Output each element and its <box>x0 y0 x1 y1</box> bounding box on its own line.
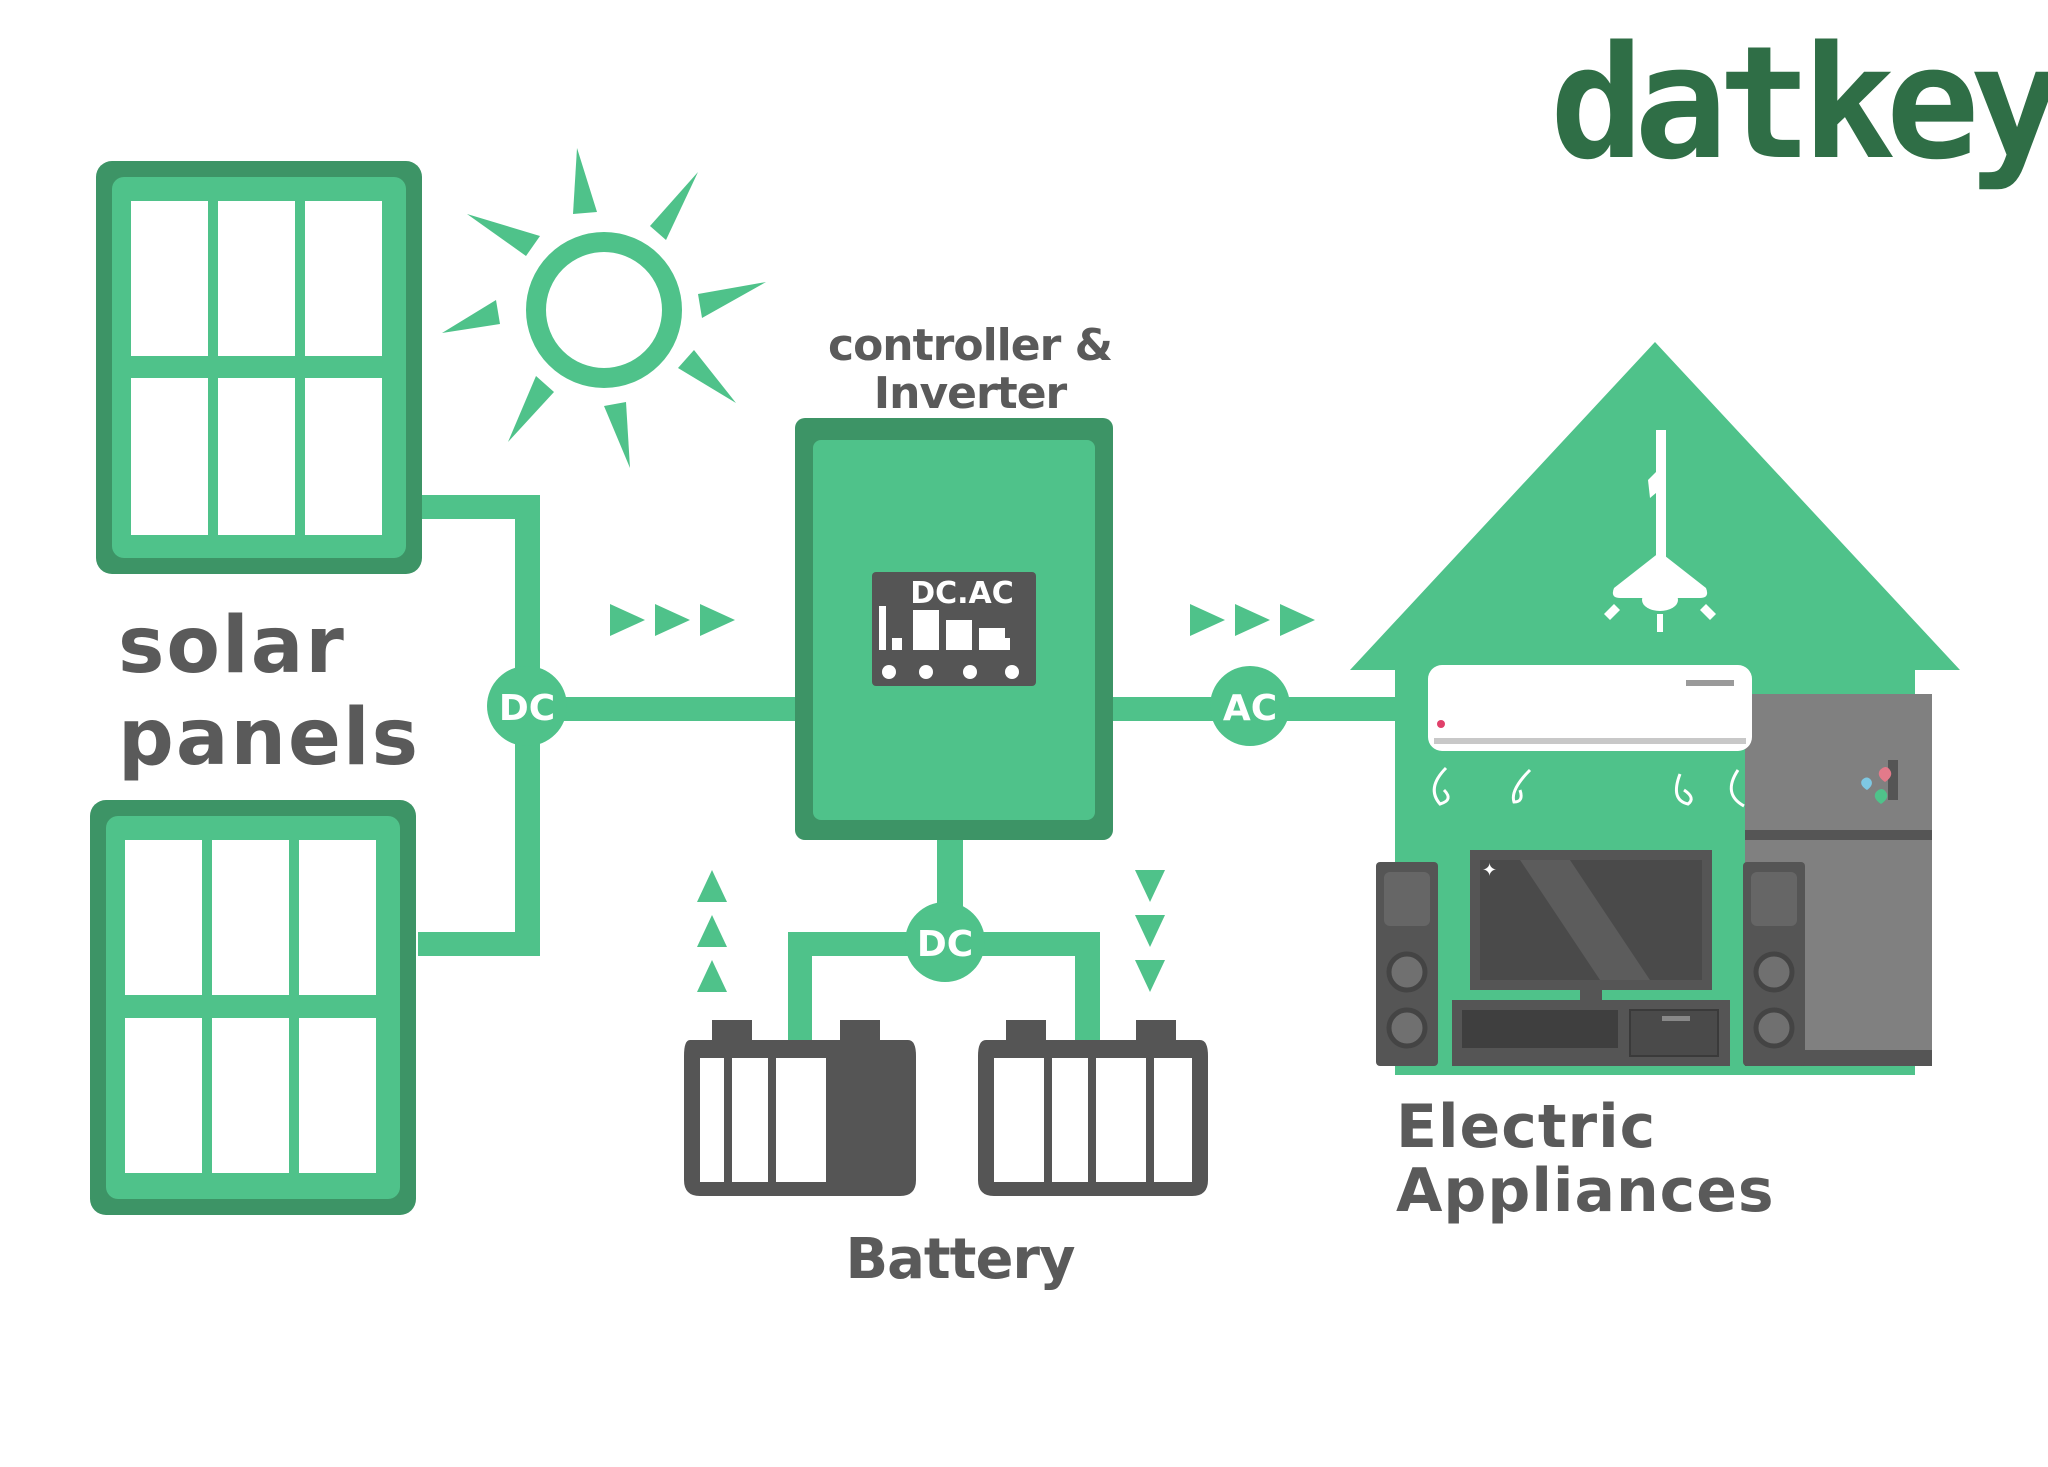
dc-flow-arrows <box>610 604 735 636</box>
tv-icon: ✦ <box>1470 850 1712 1000</box>
discharge-arrows-down <box>1135 870 1165 992</box>
ac-flow-arrows <box>1190 604 1315 636</box>
appliances-label-line-1: Electric <box>1396 1092 1657 1162</box>
battery-label: Battery <box>845 1227 1075 1292</box>
solar-label-line-1: solar <box>118 601 346 691</box>
solar-panel-top <box>96 161 422 574</box>
lamp-icon <box>1604 430 1716 632</box>
dc-badge-panels: DC <box>487 666 567 746</box>
dc-badge-battery: DC <box>905 902 985 982</box>
speaker-icon <box>1376 862 1438 1066</box>
svg-text:DC: DC <box>917 924 973 965</box>
solar-panels-label: solar panels <box>118 600 420 784</box>
air-conditioner-icon <box>1428 665 1752 808</box>
ac-badge: AC <box>1210 666 1290 746</box>
tv-cabinet <box>1452 1000 1730 1066</box>
appliances-label-line-2: Appliances <box>1396 1156 1775 1226</box>
charge-arrows-up <box>697 870 727 992</box>
controller-label-line-1: controller & <box>828 320 1113 371</box>
inverter-screen-text: DC.AC <box>910 576 1014 611</box>
brand-logo: datkeys <box>1550 12 2048 194</box>
svg-text:AC: AC <box>1223 688 1277 729</box>
inverter-icon: DC.AC <box>795 418 1113 840</box>
controller-label-line-2: Inverter <box>873 368 1068 419</box>
electric-appliances-label: Electric Appliances <box>1396 1095 1775 1223</box>
speaker-icon-right <box>1743 862 1805 1066</box>
svg-text:✦: ✦ <box>1482 860 1497 881</box>
battery-icon-2 <box>978 1020 1208 1196</box>
battery-icon <box>684 1020 916 1196</box>
controller-inverter-label: controller & Inverter <box>760 322 1180 418</box>
refrigerator-icon <box>1745 694 1932 1066</box>
solar-label-line-2: panels <box>118 693 421 783</box>
svg-text:DC: DC <box>499 688 555 729</box>
sun-icon <box>442 148 766 468</box>
solar-panel-bottom <box>90 800 416 1215</box>
